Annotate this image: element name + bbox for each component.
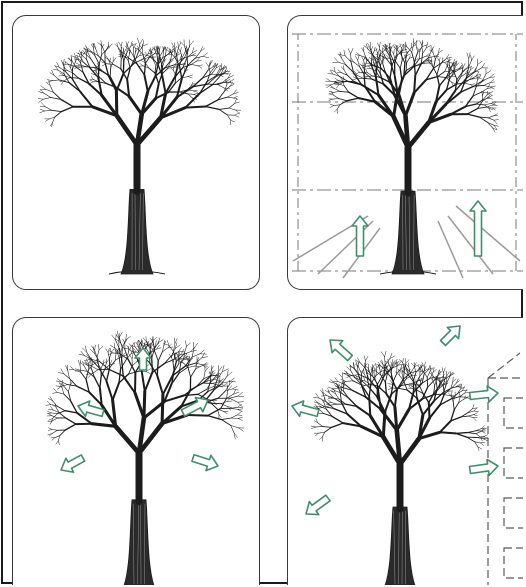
tree-canvas xyxy=(13,16,260,290)
tree-canvas xyxy=(13,318,260,585)
tree-canvas xyxy=(288,318,523,585)
arrow-icon xyxy=(352,216,368,256)
arrow-icon xyxy=(306,495,330,514)
tree-canvas xyxy=(288,16,523,290)
tree-illustration xyxy=(38,38,241,274)
tree-panel-plain xyxy=(12,15,260,290)
tree-panel-upward-growth xyxy=(287,15,523,290)
arrow-icon xyxy=(192,455,218,471)
arrow-icon xyxy=(470,460,499,476)
tree-illustration xyxy=(311,351,488,585)
arrow-icon xyxy=(292,401,319,417)
arrow-icon xyxy=(330,340,352,361)
arrow-icon xyxy=(441,326,461,346)
tree-illustration xyxy=(326,39,499,274)
tree-panel-external-forces xyxy=(287,317,523,585)
arrow-icon xyxy=(61,455,85,472)
tree-panel-inner-branches xyxy=(12,317,260,585)
arrow-icon xyxy=(470,386,498,402)
